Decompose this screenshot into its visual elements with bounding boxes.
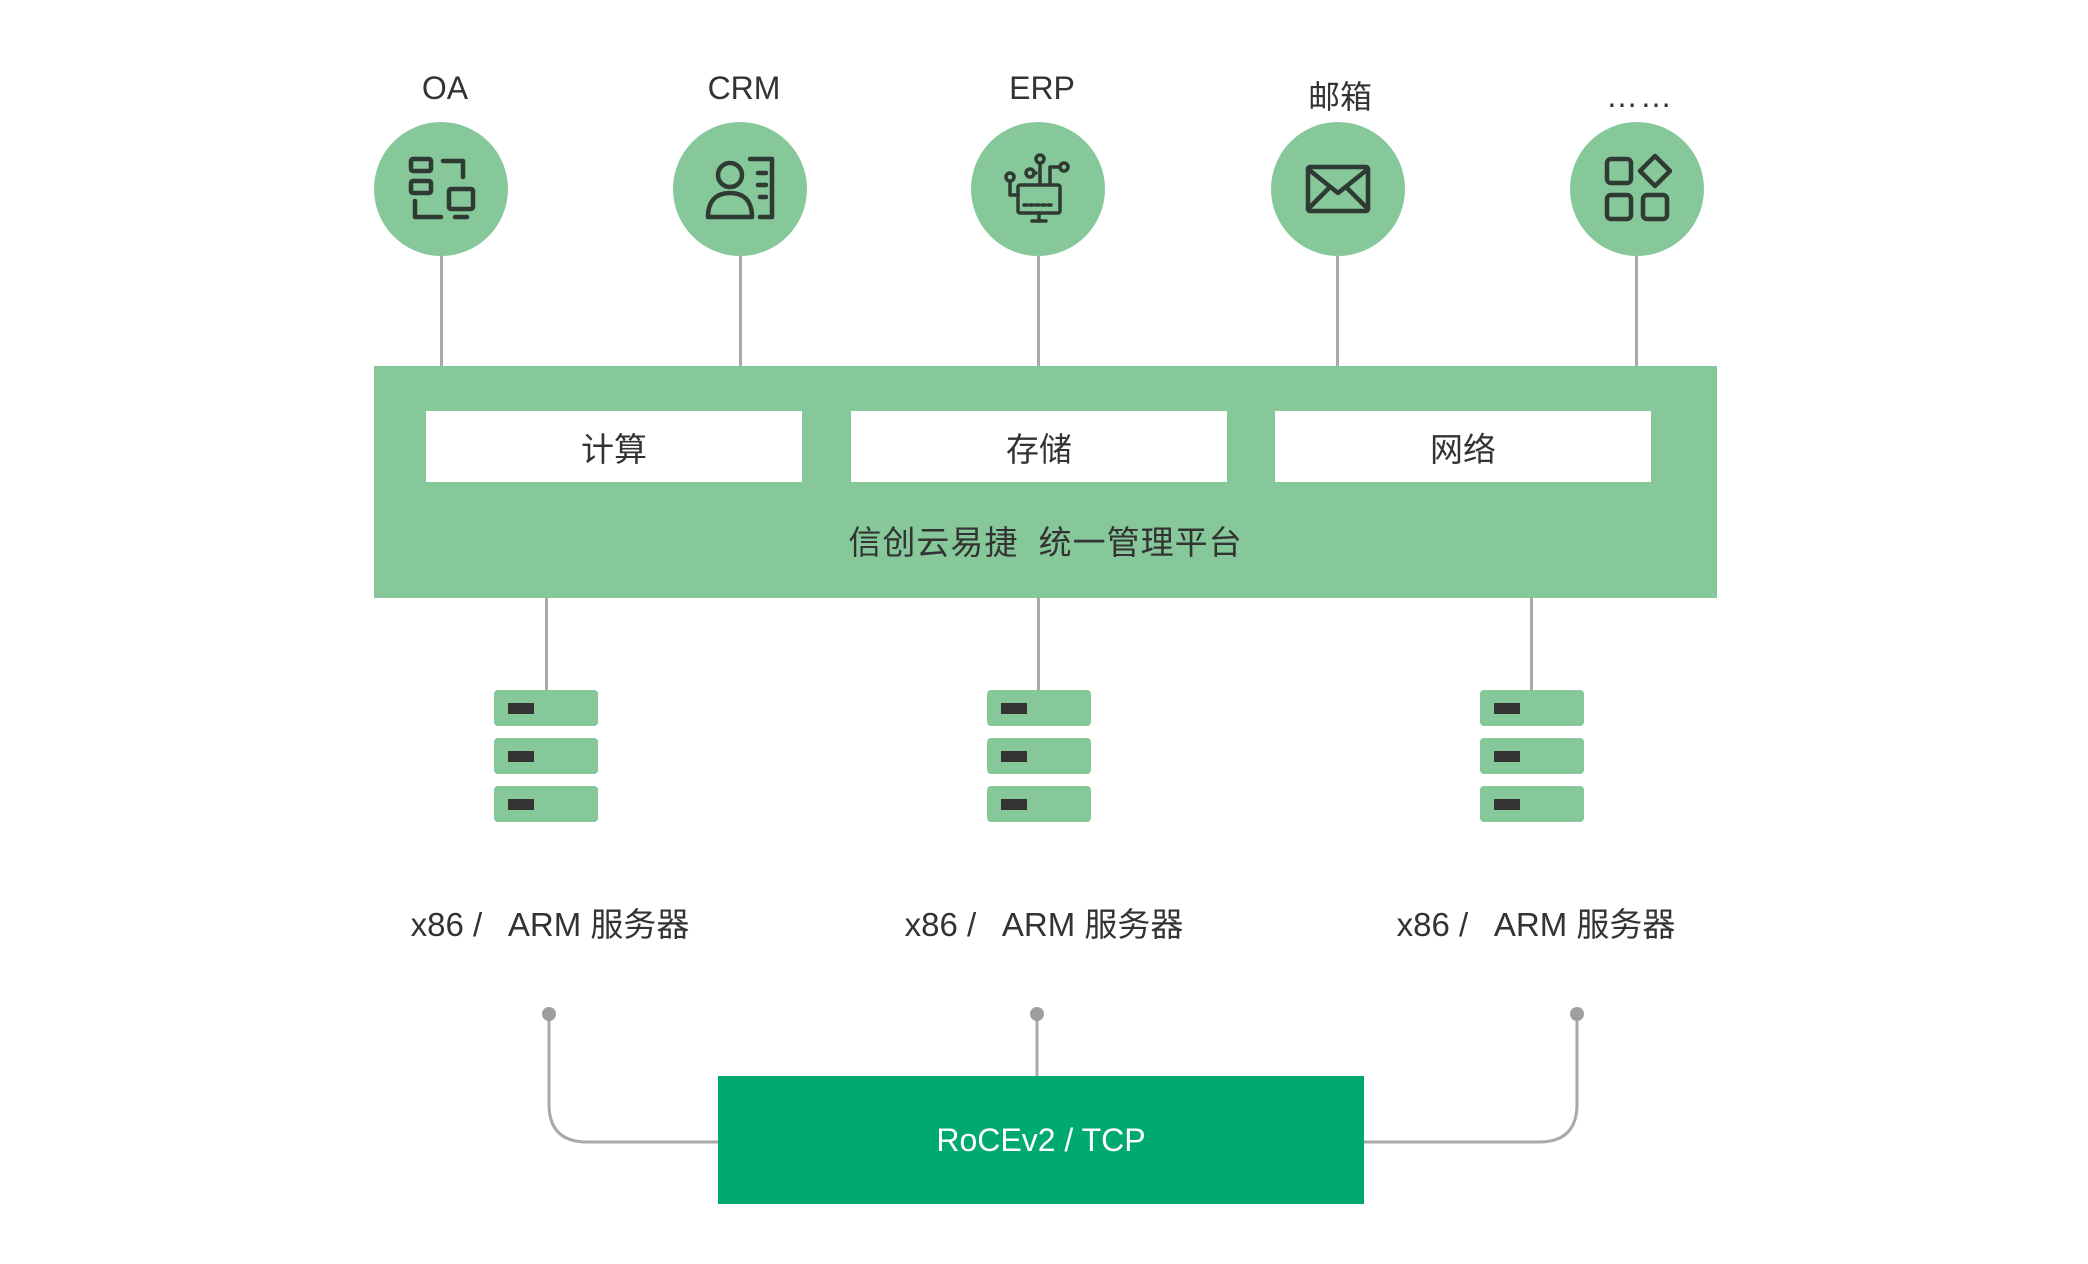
network-port-2 (1030, 1007, 1044, 1021)
server-icon-3 (1480, 690, 1584, 822)
crm-user-card-icon (705, 156, 775, 220)
module-compute: 计算 (426, 411, 802, 482)
app-node-oa (374, 122, 508, 256)
connector-mail-platform (1336, 256, 1339, 366)
network-port-1 (542, 1007, 556, 1021)
network-fabric: RoCEv2 / TCP (718, 1076, 1364, 1204)
erp-monitor-network-icon (1004, 153, 1070, 223)
module-storage: 存储 (851, 411, 1227, 482)
connector-server-3-network (1364, 1014, 1579, 1144)
connector-oa-platform (440, 256, 443, 366)
server-label-3: x86 / ARM 服务器 (1396, 906, 1676, 943)
apps-grid-icon (1604, 153, 1673, 222)
platform-title: 信创云易捷 统一管理平台 (848, 524, 1243, 561)
app-label-mail: 邮箱 (1307, 79, 1372, 115)
connector-platform-server-2 (1037, 598, 1040, 690)
connector-erp-platform (1037, 256, 1040, 366)
app-label-more: …… (1606, 78, 1674, 114)
app-label-crm: CRM (707, 70, 781, 106)
management-platform: 计算 存储 网络 信创云易捷 统一管理平台 (374, 366, 1717, 598)
connector-crm-platform (739, 256, 742, 366)
envelope-icon (1305, 164, 1371, 214)
network-label: RoCEv2 / TCP (936, 1121, 1146, 1158)
server-label-1: x86 / ARM 服务器 (410, 906, 690, 943)
connector-more-platform (1635, 256, 1638, 366)
app-label-oa: OA (421, 70, 469, 106)
app-node-crm (673, 122, 807, 256)
connector-platform-server-1 (545, 598, 548, 690)
connector-server-1-network (547, 1014, 718, 1144)
server-icon-1 (494, 690, 598, 822)
app-node-mail (1271, 122, 1405, 256)
network-port-3 (1570, 1007, 1584, 1021)
module-network: 网络 (1275, 411, 1651, 482)
app-node-more (1570, 122, 1704, 256)
connector-platform-server-3 (1530, 598, 1533, 690)
app-label-erp: ERP (1009, 70, 1075, 106)
oa-flow-icon (408, 156, 476, 220)
server-label-2: x86 / ARM 服务器 (904, 906, 1184, 943)
app-node-erp (971, 122, 1105, 256)
server-icon-2 (987, 690, 1091, 822)
